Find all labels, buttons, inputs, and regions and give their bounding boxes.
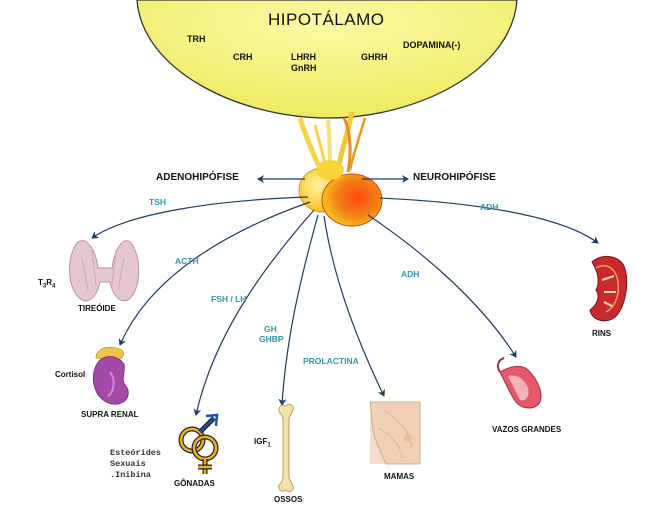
arrow-mamas	[323, 215, 385, 397]
hormone-label-ghbp: GHBP	[259, 334, 284, 344]
neurohipofise-label: NEUROHIPÓFISE	[413, 172, 496, 183]
hypothalamus-shape	[136, 0, 518, 119]
hormone-ghrh: GHRH	[361, 52, 388, 62]
vessel-illustration	[496, 357, 542, 409]
secretion-cortisol: Cortisol	[55, 370, 86, 379]
hormone-label-tsh: TSH	[149, 197, 166, 207]
hormone-lhrh: LHRH	[291, 52, 316, 62]
hormone-crh: CRH	[233, 52, 253, 62]
hormone-label-acth: ACTH	[175, 256, 199, 266]
hormone-label-adh-rins: ADH	[480, 202, 499, 212]
hormone-label-prolactina: PROLACTINA	[303, 356, 359, 366]
hormone-trh: TRH	[187, 34, 206, 44]
organ-label-supra-renal: SUPRA RENAL	[81, 410, 139, 419]
adenohipofise-label: ADENOHIPÓFISE	[156, 172, 239, 183]
pituitary-gland-illustration	[297, 111, 383, 227]
hormone-label-gh: GH	[264, 324, 277, 334]
thyroid-illustration	[68, 240, 140, 302]
secretion-sexuais: Sexuais	[110, 459, 146, 469]
organ-label-mamas: MAMAS	[384, 472, 415, 481]
breast-illustration	[369, 401, 421, 465]
bone-illustration	[278, 403, 294, 493]
arrow-gonadas	[193, 209, 315, 416]
hormone-dopamina: DOPAMINA(-)	[403, 40, 461, 50]
arrow-acth	[118, 201, 311, 346]
organ-label-vazos-grandes: VAZOS GRANDES	[492, 425, 562, 434]
secretion-t3t4: T3R4	[38, 278, 56, 290]
arrow-vazos	[367, 214, 517, 358]
organ-label-ossos: OSSOS	[274, 495, 303, 504]
organ-label-tireoide: TIREÓIDE	[78, 304, 116, 313]
organ-label-rins: RINS	[592, 329, 612, 338]
gender-symbols-illustration	[178, 413, 219, 474]
secretion-esteroides: Esteórides	[110, 448, 162, 458]
arrow-rins	[379, 197, 599, 244]
organ-label-gonadas: GÔNADAS	[174, 479, 215, 488]
hormone-label-adh-vazos: ADH	[401, 269, 420, 279]
hormone-label-fsh-lh: FSH / LH	[211, 294, 247, 304]
secretion-inibina: .Inibina	[110, 470, 151, 480]
hypothalamus-title: HIPOTÁLAMO	[268, 10, 385, 29]
secretion-igf1: IGF1	[254, 437, 271, 449]
adrenal-illustration	[92, 346, 129, 405]
kidney-illustration	[589, 256, 628, 322]
arrow-tsh	[91, 196, 309, 239]
arrow-ossos	[278, 214, 319, 406]
hormone-gnrh: GnRH	[291, 63, 317, 73]
